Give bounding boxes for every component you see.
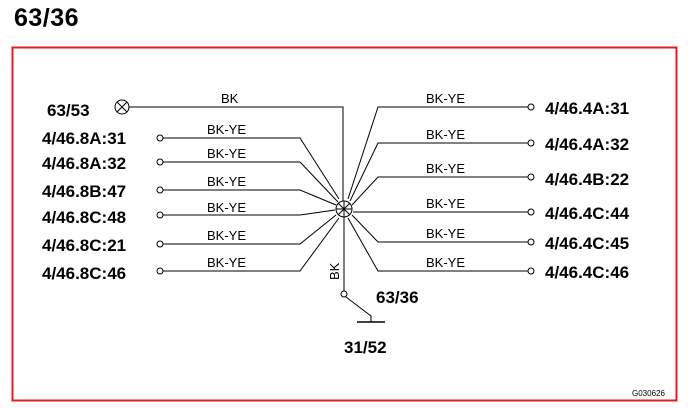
wire-right-6 — [347, 217, 528, 272]
left-terminals — [156, 134, 164, 275]
wire-left-1 — [163, 137, 340, 200]
wire-label-down: BK — [327, 262, 342, 280]
pin-label-right-1: 4/46.4A:31 — [545, 99, 629, 118]
pin-label-left-5: 4/46.8C:21 — [42, 236, 126, 255]
wire-left-5 — [163, 214, 337, 245]
terminal-left-2 — [156, 158, 164, 166]
terminal-right-3 — [527, 173, 535, 181]
left-wires — [163, 137, 340, 272]
wire-left-6 — [163, 217, 340, 272]
pin-label-left-6: 4/46.8C:46 — [42, 264, 126, 283]
wire-ground-node — [129, 106, 344, 201]
pin-label-right-5: 4/46.4C:45 — [545, 234, 629, 253]
left-wire-labels: BK-YE BK-YE BK-YE BK-YE BK-YE BK-YE — [207, 122, 246, 270]
wire-label-left-1: BK-YE — [207, 122, 246, 137]
wire-right-1 — [347, 106, 528, 200]
wire-label-left-3: BK-YE — [207, 174, 246, 189]
terminal-right-6 — [527, 267, 535, 275]
wire-label-top: BK — [221, 91, 239, 106]
page-title: 63/36 — [14, 4, 80, 32]
wire-label-right-4: BK-YE — [426, 196, 465, 211]
terminal-right-5 — [527, 238, 535, 246]
wire-right-3 — [351, 176, 528, 206]
wire-label-right-5: BK-YE — [426, 226, 465, 241]
wire-left-3 — [163, 189, 337, 206]
pin-label-left-3: 4/46.8B:47 — [42, 182, 126, 201]
wire-label-right-3: BK-YE — [426, 161, 465, 176]
figure-code: G030626 — [632, 389, 665, 398]
terminal-left-5 — [156, 240, 164, 248]
wire-to-ground — [345, 296, 372, 322]
right-terminals — [527, 103, 535, 275]
terminal-right-2 — [527, 139, 535, 147]
wire-label-right-1: BK-YE — [426, 91, 465, 106]
wire-left-2 — [163, 161, 339, 203]
wire-right-2 — [349, 142, 528, 202]
splice-label: 63/36 — [376, 288, 419, 307]
pin-label-right-6: 4/46.4C:46 — [545, 263, 629, 282]
splice-terminal — [340, 290, 348, 298]
ground-node-label: 63/53 — [47, 101, 90, 120]
pin-label-left-4: 4/46.8C:48 — [42, 208, 126, 227]
right-pin-labels: 4/46.4A:31 4/46.4A:32 4/46.4B:22 4/46.4C… — [545, 99, 630, 282]
wire-label-left-4: BK-YE — [207, 200, 246, 215]
left-pin-labels: 4/46.8A:31 4/46.8A:32 4/46.8B:47 4/46.8C… — [42, 129, 126, 283]
diagram-frame — [11, 46, 678, 402]
terminal-right-1 — [527, 103, 535, 111]
wire-label-right-6: BK-YE — [426, 255, 465, 270]
wire-label-left-5: BK-YE — [207, 228, 246, 243]
pin-label-left-2: 4/46.8A:32 — [42, 154, 126, 173]
terminal-left-1 — [156, 134, 164, 142]
wire-label-right-2: BK-YE — [426, 127, 465, 142]
ground-label: 31/52 — [344, 338, 387, 357]
pin-label-right-3: 4/46.4B:22 — [545, 170, 629, 189]
wire-left-4 — [163, 209, 336, 216]
pin-label-right-2: 4/46.4A:32 — [545, 135, 629, 154]
right-wires — [347, 106, 528, 272]
terminal-right-4 — [527, 208, 535, 216]
wire-label-left-6: BK-YE — [207, 255, 246, 270]
right-wire-labels: BK-YE BK-YE BK-YE BK-YE BK-YE BK-YE — [426, 91, 465, 270]
pin-label-left-1: 4/46.8A:31 — [42, 129, 126, 148]
pin-label-right-4: 4/46.4C:44 — [545, 204, 630, 223]
ground-node-icon — [114, 99, 130, 115]
terminal-left-4 — [156, 211, 164, 219]
wire-right-5 — [351, 214, 528, 243]
terminal-left-3 — [156, 186, 164, 194]
splice-icon — [335, 200, 353, 218]
terminal-left-6 — [156, 267, 164, 275]
wire-label-left-2: BK-YE — [207, 146, 246, 161]
